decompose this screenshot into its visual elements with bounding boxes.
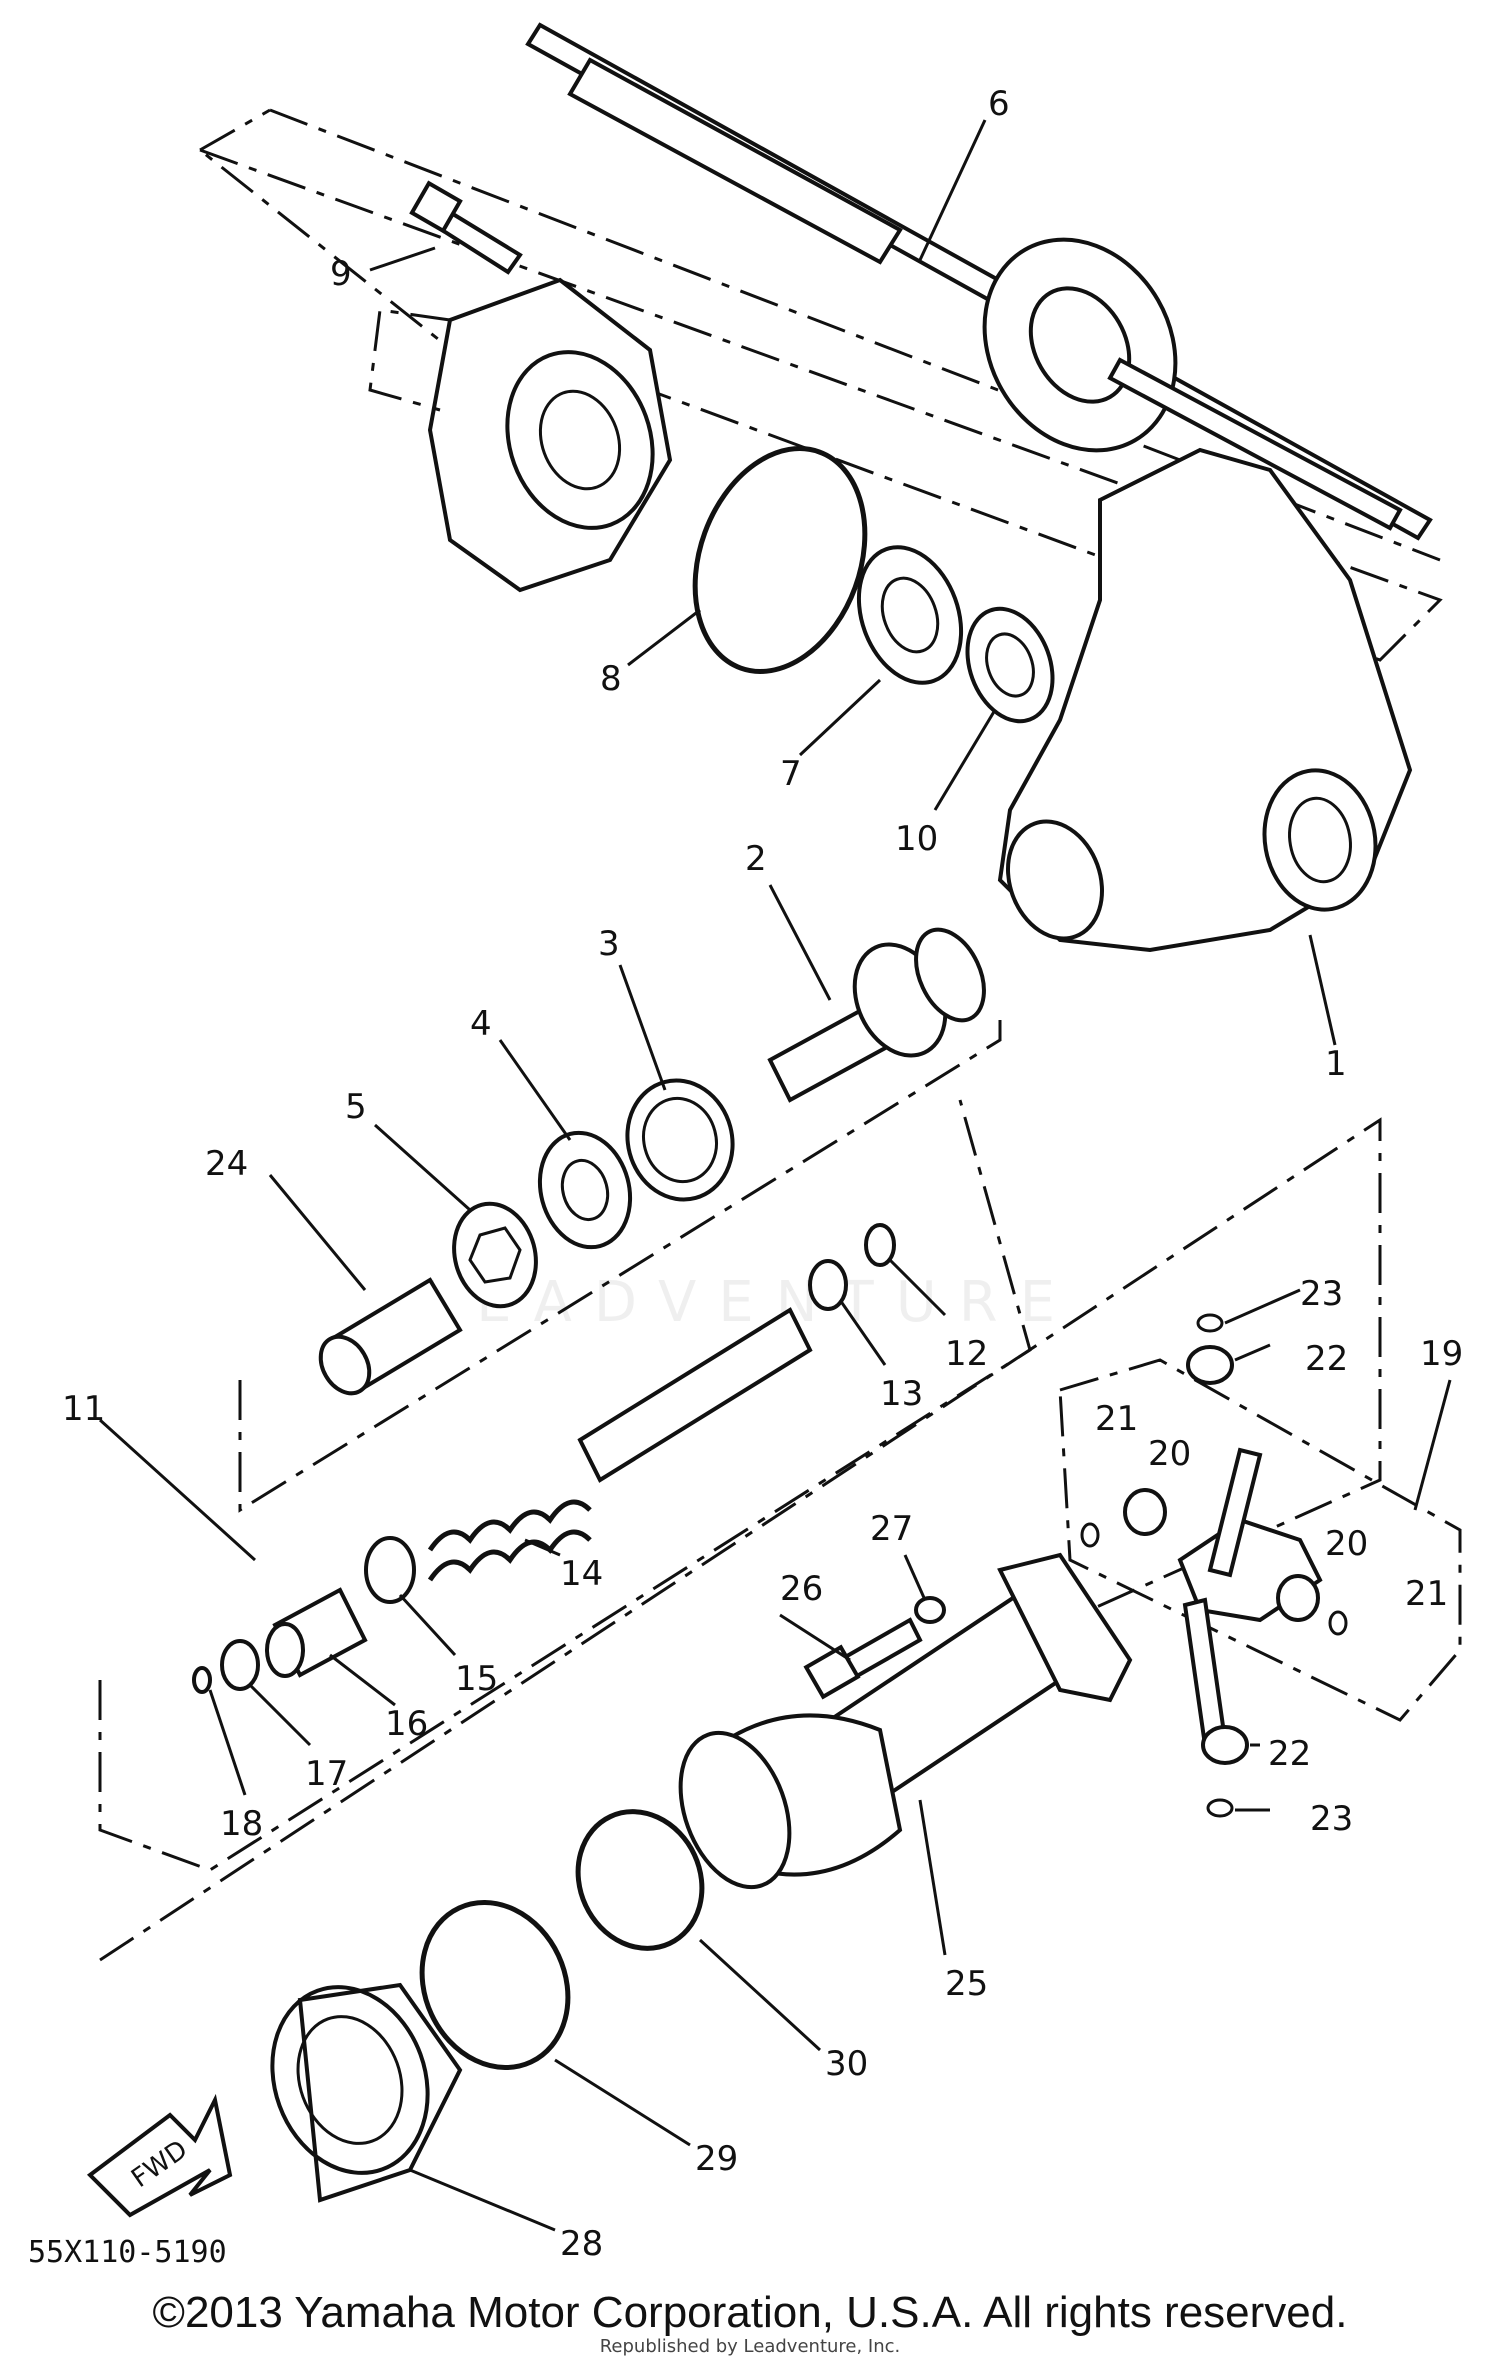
boot-part-28 <box>270 1982 463 2203</box>
part-label-11: 11 <box>62 1389 105 1429</box>
part-label-9: 9 <box>330 254 352 294</box>
part-label-12: 12 <box>945 1334 988 1374</box>
part-label-7: 7 <box>780 754 802 794</box>
oil-seal-part-10 <box>965 606 1055 724</box>
part-label-20-right: 20 <box>1325 1524 1368 1564</box>
group-outline-top-edge <box>199 108 271 152</box>
part-label-17: 17 <box>305 1754 348 1794</box>
part-label-13: 13 <box>880 1374 923 1414</box>
drive-shaft-housing-part-25 <box>678 1552 1133 1890</box>
part-label-22-bottom: 22 <box>1268 1734 1311 1774</box>
group-outline-11 <box>98 1099 1032 1872</box>
circlip-part-23-bottom <box>1206 1798 1234 1818</box>
cam-part-16 <box>265 1587 368 1678</box>
driven-shaft <box>577 1307 813 1483</box>
part-label-18: 18 <box>220 1804 263 1844</box>
flange-bolt-part-9 <box>409 180 523 275</box>
circlip-part-18 <box>192 1666 212 1694</box>
diagram-code: 55X110-5190 <box>28 2235 227 2270</box>
group-outline-19 <box>1058 1358 1462 1722</box>
part-label-6: 6 <box>988 84 1010 124</box>
part-label-8: 8 <box>600 659 622 699</box>
part-label-24: 24 <box>205 1144 248 1184</box>
collar-part-3 <box>625 1078 735 1202</box>
bearing-cup-part-20-left <box>1123 1488 1167 1536</box>
part-label-14: 14 <box>560 1554 603 1594</box>
part-label-21-left: 21 <box>1095 1399 1138 1439</box>
part-label-21-right: 21 <box>1405 1574 1448 1614</box>
circlip-part-21-left <box>1080 1522 1100 1548</box>
leader-lines <box>98 119 1452 2232</box>
part-label-4: 4 <box>470 1004 492 1044</box>
bearing-part-7 <box>856 545 964 685</box>
collar-part-17 <box>220 1639 260 1691</box>
part-label-25: 25 <box>945 1964 988 2004</box>
fwd-arrow: FWD <box>86 2093 233 2218</box>
bearing-housing <box>368 277 673 593</box>
drive-pinion-part-2 <box>767 927 986 1103</box>
washer-part-15 <box>364 1536 416 1604</box>
spacer-part-24 <box>318 1277 463 1396</box>
part-label-27: 27 <box>870 1509 913 1549</box>
part-label-26: 26 <box>780 1569 823 1609</box>
part-label-1: 1 <box>1325 1044 1347 1084</box>
final-gear-case-part-1 <box>997 447 1413 953</box>
circlip-part-21-right <box>1328 1610 1348 1636</box>
bearing-cup-part-20-right <box>1276 1574 1320 1622</box>
part-labels: 6 9 8 7 10 1 2 3 4 5 24 12 13 11 14 15 1… <box>62 84 1463 2264</box>
part-label-29: 29 <box>695 2139 738 2179</box>
part-label-15: 15 <box>455 1659 498 1699</box>
bearing-cup-part-22-bottom <box>1201 1725 1249 1765</box>
part-label-3: 3 <box>598 924 620 964</box>
part-label-16: 16 <box>385 1704 428 1744</box>
bearing-cup-part-22-top <box>1186 1345 1234 1385</box>
bearing-part-4 <box>537 1130 633 1250</box>
axle-shaft-part-6 <box>525 22 1433 541</box>
part-label-5: 5 <box>345 1087 367 1127</box>
part-label-19: 19 <box>1420 1334 1463 1374</box>
spring-part-14 <box>427 1499 592 1582</box>
clamp-part-30 <box>575 1809 705 1951</box>
washer-part-27 <box>914 1596 946 1624</box>
part-label-23-bottom: 23 <box>1310 1799 1353 1839</box>
part-label-10: 10 <box>895 819 938 859</box>
part-label-23-top: 23 <box>1300 1274 1343 1314</box>
washer-part-13 <box>808 1259 848 1311</box>
group-outline-middle <box>238 1020 1002 1513</box>
part-label-2: 2 <box>745 839 767 879</box>
part-label-28: 28 <box>560 2224 603 2264</box>
clamp-part-29 <box>419 1899 571 2071</box>
republished-note: Republished by Leadventure, Inc. <box>599 2336 901 2357</box>
part-label-22-top: 22 <box>1305 1339 1348 1379</box>
circlip-part-12 <box>864 1223 896 1267</box>
o-ring-part-8 <box>692 446 868 674</box>
nut-part-5 <box>452 1201 538 1309</box>
copyright-notice: ©2013 Yamaha Motor Corporation, U.S.A. A… <box>152 2288 1348 2337</box>
part-label-20-left: 20 <box>1148 1434 1191 1474</box>
circlip-part-23-top <box>1196 1313 1224 1333</box>
part-label-30: 30 <box>825 2044 868 2084</box>
bolt-part-26 <box>803 1617 923 1700</box>
